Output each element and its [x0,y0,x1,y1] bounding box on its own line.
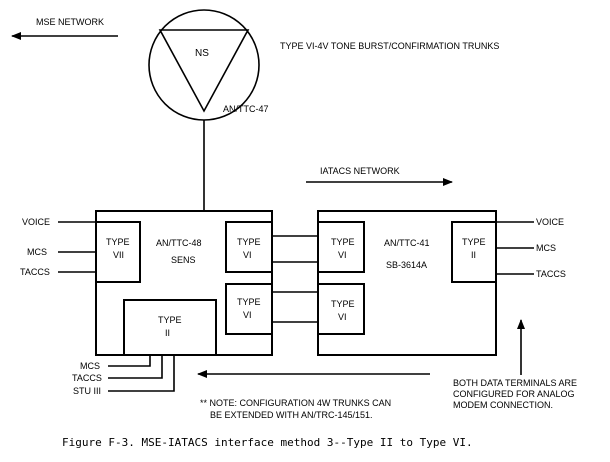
right-type-ii-line1: TYPE [462,237,486,247]
trunk-label: TYPE VI-4V TONE BURST/CONFIRMATION TRUNK… [280,41,499,51]
ns-label: NS [195,48,209,59]
left-mcs-label: MCS [27,247,47,257]
data-note-line1: BOTH DATA TERMINALS ARE [453,378,577,388]
bottom-stu-line [108,355,175,392]
right-type-ii-box [451,221,497,283]
bottom-stu-label: STU III [73,386,101,396]
figure-caption: Figure F-3. MSE-IATACS interface method … [62,436,473,449]
config-note-line1: ** NOTE: CONFIGURATION 4W TRUNKS CAN [200,398,391,408]
right-type-vi-a-line1: TYPE [331,237,355,247]
left-type-vi-b-line1: TYPE [237,297,261,307]
an-ttc-41-title: AN/TTC-41 [384,238,430,248]
right-type-vi-b-line2: VI [338,312,347,322]
type-vii-line1: TYPE [106,237,130,247]
ns-triangle [158,29,250,113]
bottom-taccs-line [108,355,163,379]
sens-label: SENS [171,255,196,265]
left-type-ii-line1: TYPE [158,315,182,325]
left-taccs-label: TACCS [20,267,50,277]
bottom-mcs-label: MCS [80,361,100,371]
ttc47-label: AN/TTC-47 [223,104,269,114]
mse-network-label: MSE NETWORK [36,17,104,27]
right-type-vi-a-line2: VI [338,250,347,260]
right-type-vi-b-box [317,283,365,335]
left-type-ii-box [123,299,217,356]
left-type-vi-b-line2: VI [243,310,252,320]
right-voice-label: VOICE [536,217,564,227]
left-type-ii-line2: II [165,328,170,338]
data-note-line3: MODEM CONNECTION. [453,400,553,410]
config-note-line2: BE EXTENDED WITH AN/TRC-145/151. [210,410,373,420]
left-type-vi-a-line2: VI [243,250,252,260]
an-ttc-48-title: AN/TTC-48 [156,238,202,248]
left-voice-label: VOICE [22,217,50,227]
right-mcs-label: MCS [536,243,556,253]
iatacs-network-label: IATACS NETWORK [320,166,400,176]
sb-3614a-label: SB-3614A [386,260,427,270]
bottom-taccs-label: TACCS [72,373,102,383]
right-taccs-label: TACCS [536,269,566,279]
bottom-mcs-line [108,355,151,367]
left-type-vi-a-line1: TYPE [237,237,261,247]
left-type-vi-a-box [225,221,273,273]
data-note-line2: CONFIGURED FOR ANALOG [453,389,575,399]
right-type-ii-line2: II [471,250,476,260]
left-type-vi-b-box [225,283,273,335]
right-type-vi-a-box [317,221,365,273]
type-vii-box [95,221,141,283]
right-type-vi-b-line1: TYPE [331,299,355,309]
type-vii-line2: VII [113,250,124,260]
